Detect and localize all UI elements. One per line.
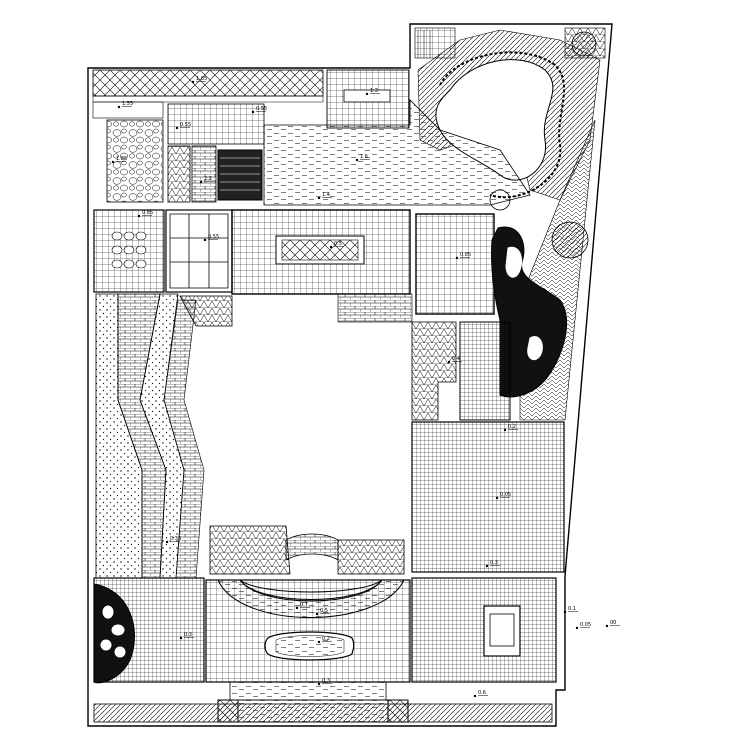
elevation-marker [315,612,319,616]
terrace-arc-bed [209,525,291,575]
elevation-marker [575,626,579,630]
elevation-label: 0.1 [568,606,576,612]
elevation-label: 0.5 [334,241,342,247]
elevation-marker [175,126,179,130]
elevation-marker [179,636,183,640]
elevation-label: 0.3 [322,678,330,684]
planter-inner [281,239,359,261]
elevation-marker [111,160,115,164]
elevation-marker [365,92,369,96]
paving-strip [337,293,413,323]
triangle-bed [167,145,191,203]
elevation-marker [447,360,451,364]
elevation-label: 0.2 [508,424,516,430]
elevation-marker [295,606,299,610]
tile-square [165,209,233,293]
elevation-marker [317,196,321,200]
lower-walk [229,681,387,701]
tile-grid [169,213,229,289]
elevation-label: 0.55 [208,234,219,240]
shrub [571,31,597,57]
elevation-label: 1.6 [360,154,368,160]
garden-bc [205,579,411,683]
elevation-marker [605,624,609,628]
elevation-label: 0.3 [490,560,498,566]
elevation-marker [199,180,203,184]
elevation-label: 2.2 [204,176,212,182]
site-boundary [87,23,613,727]
entry-step [237,699,389,723]
elevation-marker [317,640,321,644]
elevation-label: 0.7 [300,602,308,608]
triangle-bed-right [411,321,457,421]
elevation-label: 1.85 [196,76,207,82]
zone-0-85a [415,213,495,315]
elevation-marker [503,428,507,432]
elevation-label: 0.05 [500,492,511,498]
elevation-label: 0.85 [460,252,471,258]
elevation-label: 0.05 [580,622,591,628]
elevation-marker [455,256,459,260]
elevation-label: 0.3 [184,632,192,638]
pond-stones [439,51,565,199]
grid-bed-right [459,321,511,421]
elevation-marker [485,564,489,568]
elevation-label: 0.5 [320,608,328,614]
feature-inner [343,89,391,103]
elevation-marker [165,540,169,544]
pond-island [505,246,522,278]
fountain-inner [489,613,515,647]
dark-deck [217,149,263,201]
elevation-marker [191,80,195,84]
elevation-labels: 1.55 1.85 1.85 0.55 0.55 0.85 1.3 1.6 1.4 2.2 0.5 0… [111,76,620,698]
flower-bed-top [179,295,233,327]
stepping-stones-dark [100,605,126,658]
steps [191,145,217,203]
elevation-marker [137,214,141,218]
pergola-inner [92,95,324,103]
elevation-marker [203,238,207,242]
elevation-label: 0.85 [142,210,153,216]
elevation-marker [495,496,499,500]
elevation-label: 1.4 [322,192,330,198]
elevation-marker [355,158,359,162]
fountain [483,605,521,657]
elevation-label: 1.85 [116,156,127,162]
elevation-label: 1.3 [370,88,378,94]
elevation-label: 0.55 [256,106,267,112]
pergola-lattice [92,69,324,97]
paving-stones [106,119,164,203]
terrace-arc-bed [337,539,405,575]
elevation-label: 0.6 [478,690,486,696]
elevation-label: 0.35 [170,536,181,542]
zone-1-55 [92,101,164,119]
pond-island [527,336,543,361]
elevation-label: 00 [610,620,616,626]
elevation-label: 1.55 [122,101,133,107]
entry-arch [285,533,339,561]
elevation-marker [317,682,321,686]
planter-inner [275,635,345,657]
stepping-stones [111,231,147,269]
gate-post [387,699,409,723]
bench-grid [167,103,265,145]
elevation-label: 0.4 [452,356,460,362]
grid-lawn-right [411,421,565,573]
gate-post [217,699,239,723]
elevation-marker [473,694,477,698]
lattice-arch [417,30,431,58]
elevation-label: 0.2 [322,636,330,642]
elevation-marker [117,105,121,109]
elevation-marker [251,110,255,114]
elevation-marker [563,610,567,614]
elevation-marker [329,245,333,249]
elevation-label: 0.55 [180,122,191,128]
deck-lines [220,157,260,191]
